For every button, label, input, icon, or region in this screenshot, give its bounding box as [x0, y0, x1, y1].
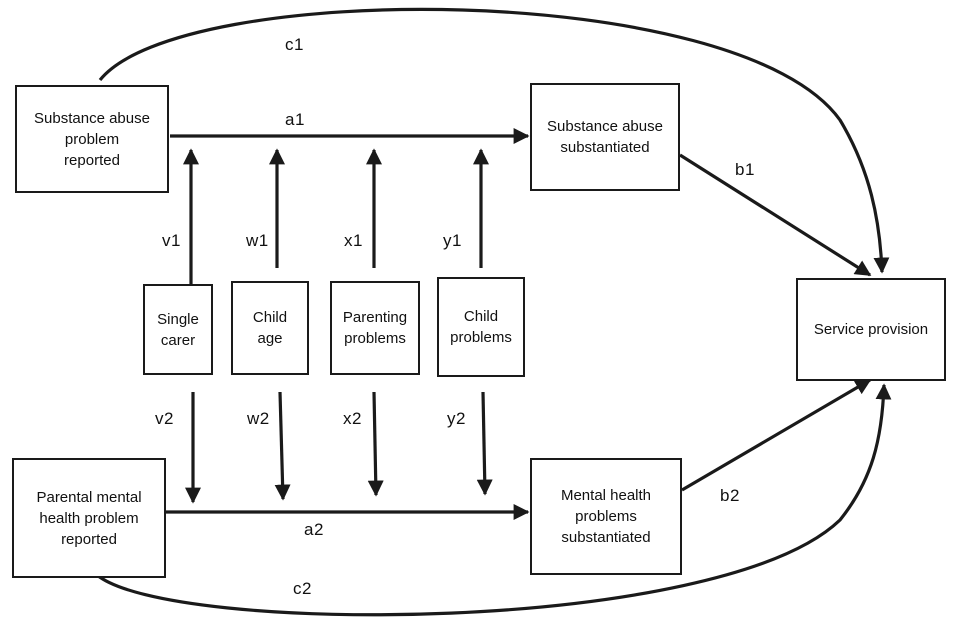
path-c2-arrow — [95, 383, 892, 617]
label-w1: w1 — [246, 231, 269, 250]
label-c1: c1 — [285, 35, 304, 54]
box-child-age: Child age — [231, 281, 309, 375]
box-mental-health-substantiated: Mental health problems substantiated — [530, 458, 682, 575]
label-b2: b2 — [720, 486, 740, 505]
box-mental-health-reported: Parental mental health problem reported — [12, 458, 166, 578]
box-label: Service provision — [813, 321, 929, 338]
box-substance-abuse-substantiated: Substance abuse substantiated — [530, 83, 680, 191]
label-x1: x1 — [344, 231, 363, 250]
path-b1-arrow — [679, 153, 872, 277]
label-v2: v2 — [155, 409, 174, 428]
label-a1: a1 — [285, 110, 305, 129]
box-label: Parenting problems — [342, 309, 408, 347]
label-v1: v1 — [162, 231, 181, 250]
box-label: Child age — [252, 309, 288, 347]
label-y2: y2 — [447, 409, 466, 428]
box-single-carer: Single carer — [143, 284, 213, 375]
box-parenting-problems: Parenting problems — [330, 281, 420, 375]
box-label: Substance abuse problem reported — [34, 109, 150, 169]
label-c2: c2 — [293, 579, 312, 598]
path-w2-arrow — [274, 391, 291, 501]
path-y2-arrow — [476, 391, 493, 496]
box-label: Single carer — [157, 310, 199, 349]
box-label: Parental mental health problem reported — [36, 488, 142, 548]
box-substance-abuse-reported: Substance abuse problem reported — [15, 85, 169, 193]
box-label: Child problems — [450, 308, 512, 346]
label-w2: w2 — [247, 409, 270, 428]
path-b2-arrow — [681, 378, 872, 492]
box-label: Substance abuse substantiated — [547, 118, 663, 156]
box-label: Mental health problems substantiated — [560, 487, 652, 546]
label-a2: a2 — [304, 520, 324, 539]
path-x2-arrow — [367, 391, 384, 497]
label-b1: b1 — [735, 160, 755, 179]
box-service-provision: Service provision — [796, 278, 946, 381]
label-x2: x2 — [343, 409, 362, 428]
box-child-problems: Child problems — [437, 277, 525, 377]
path-c1-arrow — [98, 7, 890, 274]
label-y1: y1 — [443, 231, 462, 250]
